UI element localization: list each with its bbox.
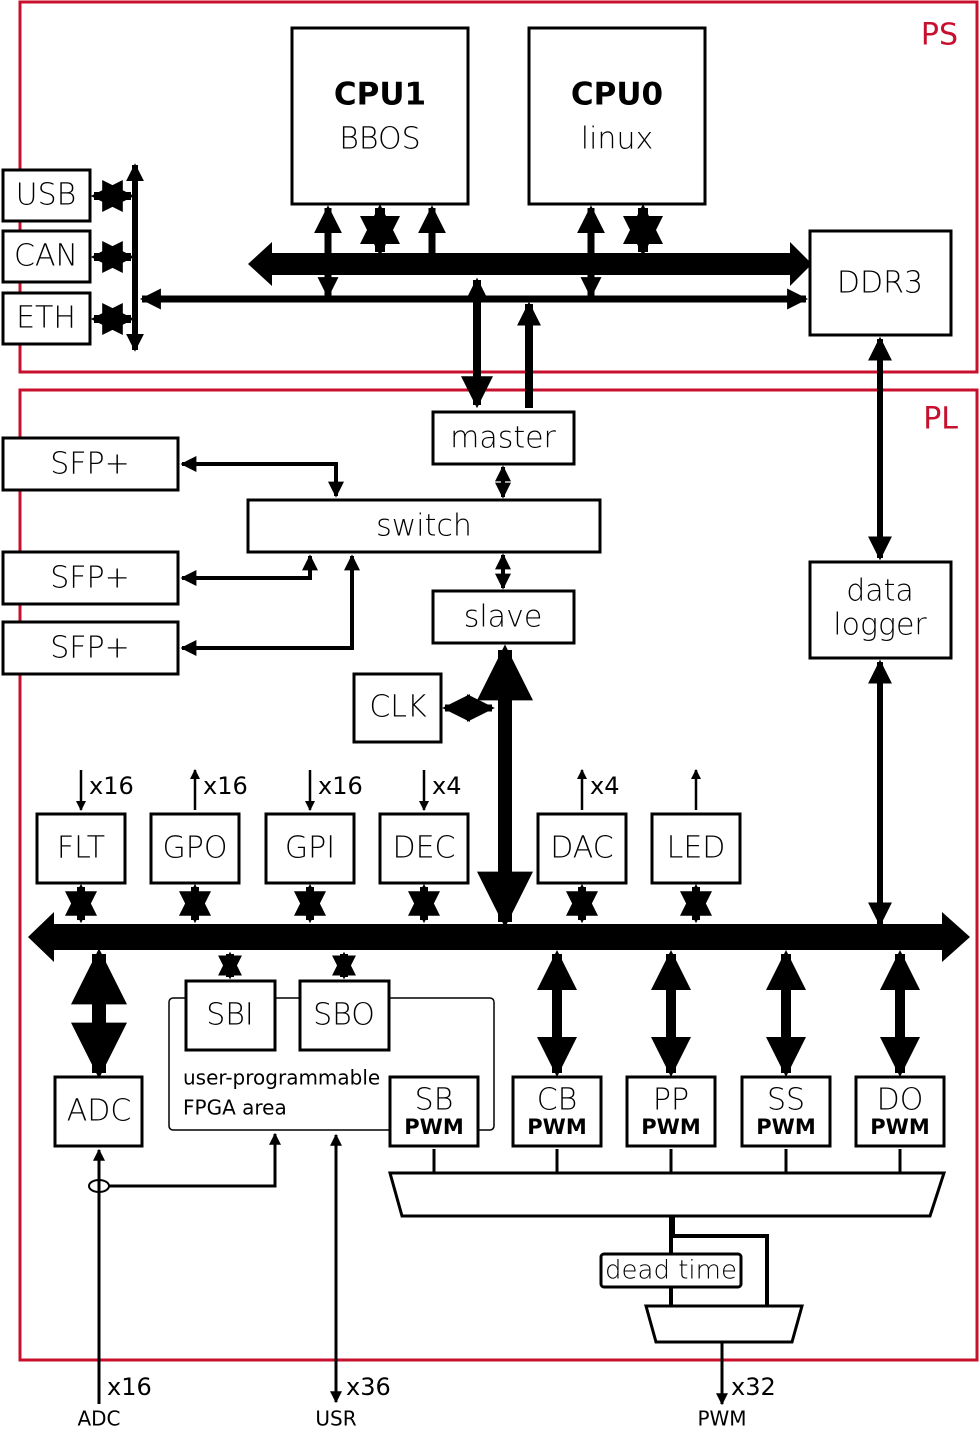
do-pwm-box (854, 1075, 946, 1148)
gpi-label: GPI (285, 831, 335, 866)
clk-box (352, 672, 443, 744)
sfp1-switch-link (180, 456, 344, 498)
pwm-count: x32 (731, 1373, 776, 1401)
usr-signal-label: USR (315, 1407, 356, 1431)
ps-main-bus (248, 242, 812, 286)
ss-pwm-label: SS (767, 1083, 805, 1118)
ps-region-label: PS (921, 18, 958, 53)
gpo-label: GPO (163, 831, 228, 866)
cpu1-name: CPU1 (334, 77, 426, 113)
ddr3-box (808, 229, 953, 337)
sfp-label-2: SFP+ (50, 561, 130, 596)
cpu0-box (527, 26, 707, 206)
ss-pwm-box (740, 1075, 832, 1148)
slave-box (431, 589, 576, 645)
pwm-multiplexer (388, 1171, 947, 1218)
sfp2-switch-link (180, 554, 318, 586)
cb-pwm-label: CB (537, 1083, 578, 1118)
gpi-box (264, 812, 356, 885)
flt-box (35, 812, 127, 885)
cpu0-name: CPU0 (571, 77, 663, 113)
dec-box (378, 812, 470, 885)
master-box (431, 410, 576, 466)
sbo-box (298, 979, 391, 1052)
sb-pwm-box (388, 1075, 480, 1148)
usb-box (1, 168, 92, 223)
dac-label: DAC (550, 831, 614, 866)
pl-region-label: PL (923, 402, 958, 437)
adc-label: ADC (67, 1094, 132, 1129)
data-logger-box (808, 560, 953, 660)
gpi-count: x16 (318, 772, 363, 800)
led-label: LED (667, 831, 726, 866)
sfp3-switch-link (180, 554, 360, 656)
dead-time-label: dead time (605, 1256, 737, 1286)
flt-label: FLT (57, 831, 105, 866)
sbi-box (184, 979, 277, 1052)
dac-count: x4 (590, 772, 619, 800)
can-box (1, 229, 92, 284)
gpo-box (149, 812, 241, 885)
data-logger-label-2: logger (833, 608, 927, 643)
dec-count: x4 (432, 772, 461, 800)
cpu1-os: BBOS (339, 122, 420, 157)
sb-pwm-suffix: PWM (404, 1115, 463, 1139)
sbi-label: SBI (206, 998, 254, 1033)
sbo-label: SBO (313, 998, 375, 1033)
sfp-label-3: SFP+ (50, 631, 130, 666)
adc-box (53, 1075, 144, 1148)
clk-label: CLK (369, 690, 427, 725)
sfp-box-1 (1, 436, 180, 492)
data-logger-label-1: data (846, 574, 914, 609)
dac-box (536, 812, 628, 885)
led-box (650, 812, 742, 885)
eth-box (1, 291, 92, 346)
cb-pwm-box (511, 1075, 603, 1148)
deadtime-bypass-line (671, 1216, 769, 1306)
usr-count: x36 (346, 1373, 391, 1401)
cpu1-box (290, 26, 470, 206)
pl-region-frame (18, 388, 979, 1362)
slave-label: slave (464, 600, 543, 635)
output-multiplexer (644, 1304, 804, 1344)
fpga-area-label-1: user-programmable (183, 1066, 380, 1090)
pp-pwm-box (625, 1075, 717, 1148)
adc-count: x16 (107, 1373, 152, 1401)
pp-pwm-label: PP (653, 1083, 689, 1118)
pp-pwm-suffix: PWM (641, 1115, 700, 1139)
cb-pwm-suffix: PWM (527, 1115, 586, 1139)
sb-pwm-label: SB (415, 1083, 454, 1118)
adc-tap-to-fpga-link (109, 1132, 281, 1188)
do-pwm-suffix: PWM (870, 1115, 929, 1139)
eth-label: ETH (16, 301, 76, 336)
pwm-signal-label: PWM (697, 1407, 746, 1431)
switch-label: switch (376, 509, 472, 544)
ddr3-label: DDR3 (837, 266, 923, 301)
fpga-area-label-2: FPGA area (183, 1096, 287, 1120)
do-pwm-label: DO (877, 1083, 924, 1118)
sfp-box-2 (1, 550, 180, 606)
pl-main-bus (28, 912, 970, 962)
can-label: CAN (14, 239, 78, 274)
flt-count: x16 (89, 772, 134, 800)
switch-box (246, 498, 602, 554)
sfp-box-3 (1, 620, 180, 676)
usb-label: USB (16, 178, 77, 213)
master-label: master (450, 421, 556, 456)
gpo-count: x16 (203, 772, 248, 800)
sfp-label-1: SFP+ (50, 447, 130, 482)
cpu0-os: linux (581, 122, 653, 157)
dec-label: DEC (392, 831, 455, 866)
adc-signal-label: ADC (77, 1407, 120, 1431)
ss-pwm-suffix: PWM (756, 1115, 815, 1139)
